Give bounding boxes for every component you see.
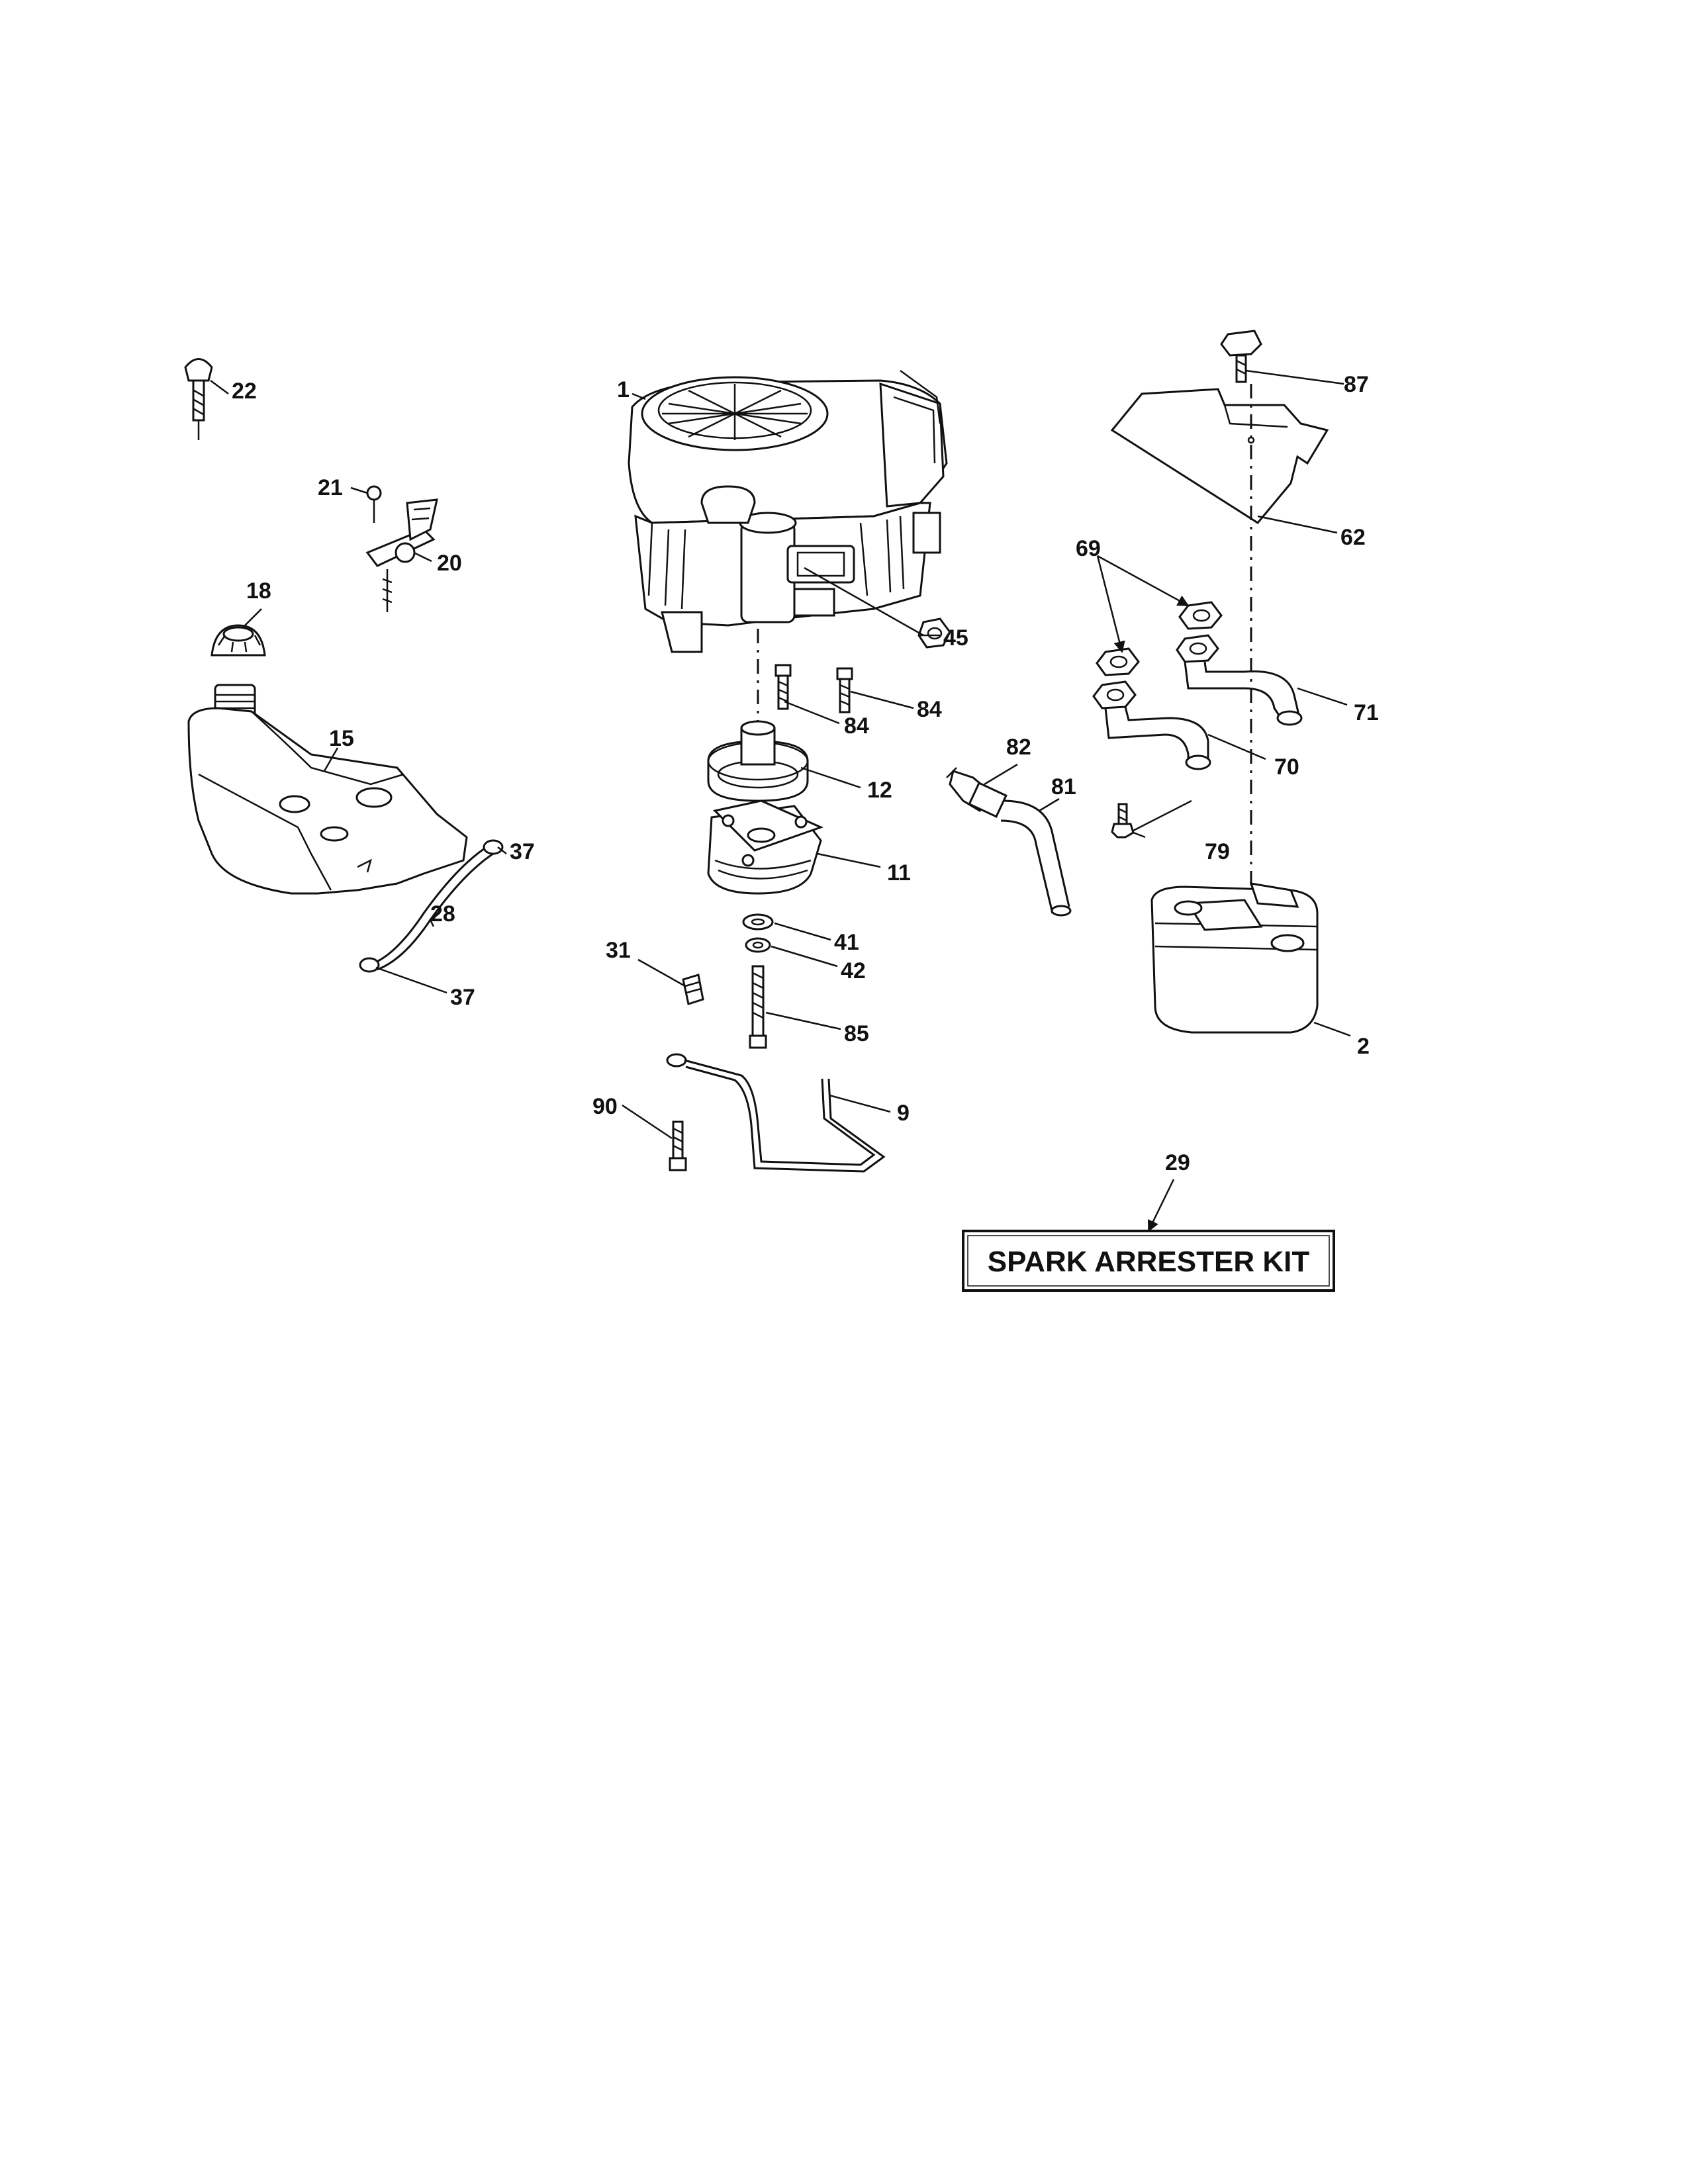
part-9-brace-drawing xyxy=(666,1053,886,1173)
label-part-41: 41 xyxy=(834,930,859,955)
label-part-22: 22 xyxy=(232,379,257,404)
label-part-12: 12 xyxy=(867,778,892,803)
label-part-18: 18 xyxy=(246,578,271,604)
label-part-20: 20 xyxy=(437,551,462,576)
label-part-84-left: 84 xyxy=(844,713,869,739)
part-12-pulley-drawing xyxy=(707,720,809,802)
spark-arrester-kit-label: SPARK ARRESTER KIT xyxy=(988,1246,1310,1278)
part-37-clamp-upper-drawing xyxy=(483,839,504,855)
label-part-42: 42 xyxy=(841,958,866,983)
part-69-gasket-lower-drawing xyxy=(1096,647,1140,676)
label-part-9: 9 xyxy=(897,1101,910,1126)
part-62-heat-shield-drawing xyxy=(1110,388,1329,524)
label-part-21: 21 xyxy=(318,475,343,500)
label-part-28: 28 xyxy=(430,901,455,927)
part-20-throttle-control-drawing xyxy=(365,498,438,612)
label-part-1: 1 xyxy=(617,377,630,402)
part-31-sleeve-drawing xyxy=(682,974,704,1005)
part-79-bolt-drawing xyxy=(1111,803,1135,839)
part-11-clutch-drawing xyxy=(707,799,824,895)
part-41-washer-drawing xyxy=(742,913,774,931)
part-15-fuel-tank-drawing xyxy=(187,684,468,895)
label-part-45: 45 xyxy=(943,625,968,651)
label-part-15: 15 xyxy=(329,726,354,751)
part-81-drain-hose-drawing xyxy=(1000,799,1072,917)
label-part-37-upper: 37 xyxy=(510,839,535,864)
part-42-washer-drawing xyxy=(745,937,771,953)
part-2-muffler-drawing xyxy=(1150,882,1319,1034)
label-part-11: 11 xyxy=(887,860,911,886)
part-85-bolt-drawing xyxy=(749,965,767,1049)
part-69-gasket-upper-drawing xyxy=(1178,601,1223,630)
part-84-bolt-left-drawing xyxy=(774,664,792,710)
label-part-85: 85 xyxy=(844,1021,869,1046)
part-84-bolt-right-drawing xyxy=(836,667,853,713)
part-82-drain-valve-drawing xyxy=(946,767,1008,818)
label-part-70: 70 xyxy=(1274,754,1299,780)
label-part-90: 90 xyxy=(592,1094,618,1119)
label-part-79: 79 xyxy=(1205,839,1230,864)
leader-lines xyxy=(210,369,1351,1232)
label-part-29: 29 xyxy=(1165,1150,1190,1175)
label-part-62: 62 xyxy=(1340,525,1366,550)
part-90-bolt-drawing xyxy=(669,1120,687,1171)
part-71-exhaust-pipe-drawing xyxy=(1176,634,1303,726)
label-part-71: 71 xyxy=(1354,700,1379,725)
part-87-bolt-drawing xyxy=(1220,330,1262,383)
part-70-exhaust-pipe-drawing xyxy=(1092,680,1211,770)
label-part-81: 81 xyxy=(1051,774,1076,799)
label-part-69: 69 xyxy=(1076,536,1101,561)
part-28-fuel-line-drawing xyxy=(373,846,494,971)
part-1-engine-drawing xyxy=(628,369,948,653)
part-45-nut-drawing xyxy=(917,617,951,649)
spark-arrester-kit-box: SPARK ARRESTER KIT xyxy=(962,1230,1335,1292)
label-part-87: 87 xyxy=(1344,372,1369,397)
part-18-fuel-cap-drawing xyxy=(211,624,266,657)
label-part-2: 2 xyxy=(1357,1034,1370,1059)
part-labels: 1 22 21 20 18 15 37 28 37 45 84 84 12 11… xyxy=(232,372,1379,1175)
label-part-84-right: 84 xyxy=(917,697,942,722)
part-37-clamp-lower-drawing xyxy=(359,957,380,973)
label-part-82: 82 xyxy=(1006,735,1031,760)
part-22-knob-drawing xyxy=(184,358,213,440)
part-21-screw-drawing xyxy=(366,485,382,523)
label-part-31: 31 xyxy=(606,938,631,963)
label-part-37-lower: 37 xyxy=(450,985,475,1010)
